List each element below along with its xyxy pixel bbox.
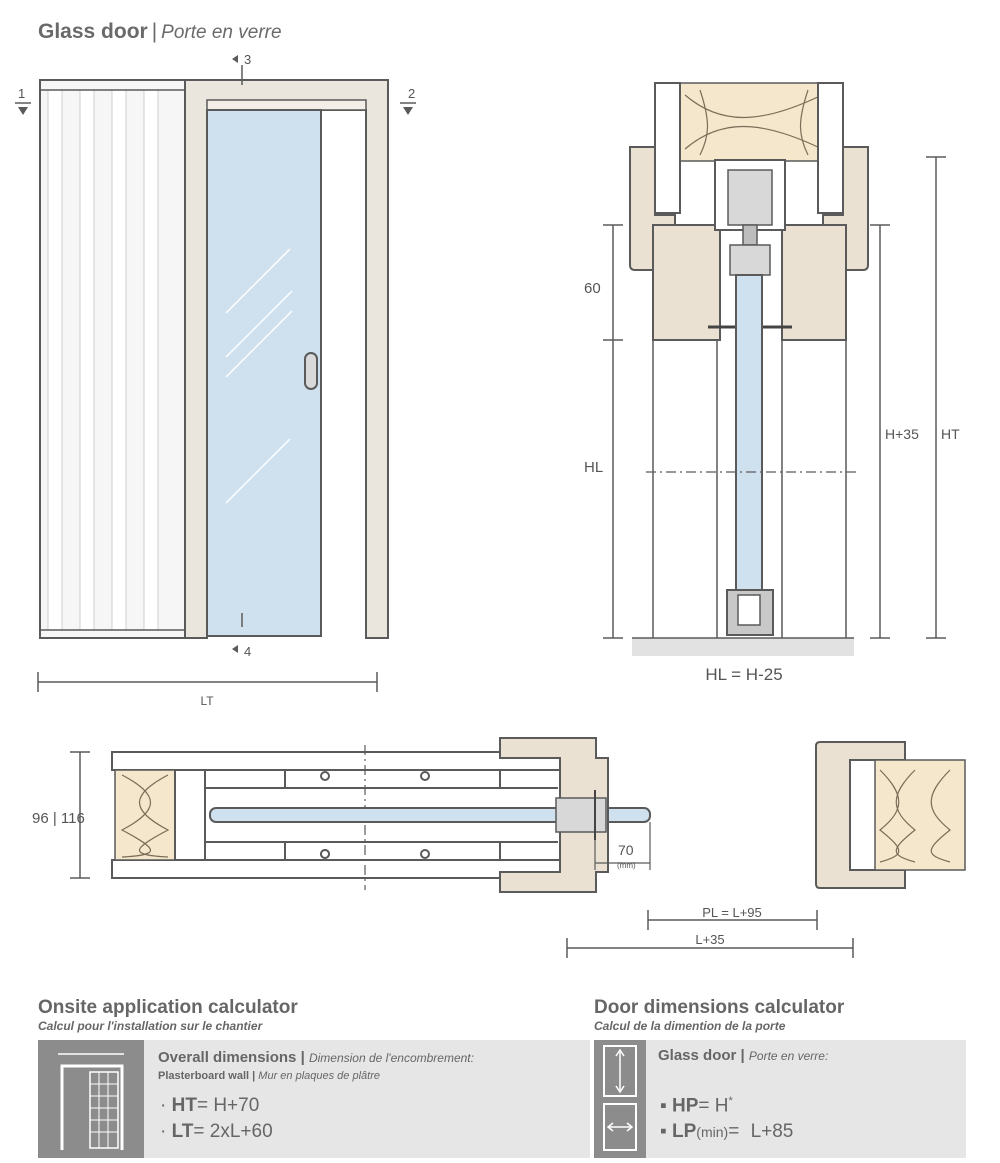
- floor: [632, 638, 854, 656]
- glass-panel-section: [735, 274, 763, 616]
- top-rail: [206, 99, 367, 111]
- cassette-stripe: [143, 89, 159, 631]
- section-marker-4: 4: [244, 644, 251, 659]
- front-elevation-diagram: 3 4 1 2 LT: [15, 52, 416, 708]
- door-calc-subtitle: Calcul de la dimention de la porte: [594, 1019, 786, 1033]
- stud-right: [817, 82, 844, 214]
- hl-label: HL: [584, 459, 603, 476]
- pl-label: PL = L+95: [702, 905, 762, 920]
- pocket-ribs: [284, 770, 501, 860]
- section-marker-1: 1: [18, 86, 25, 101]
- door-calc-title: Door dimensions calculator: [594, 997, 845, 1018]
- glass-panel: [206, 109, 322, 637]
- glass-reflection: [225, 290, 293, 358]
- stud-left: [654, 82, 681, 214]
- section-marker-3: 3: [244, 52, 251, 67]
- hanger-bolt: [742, 224, 758, 246]
- dim-60-label: 60: [584, 280, 601, 297]
- cassette-stripe: [47, 89, 63, 631]
- glass-clamp: [729, 244, 771, 276]
- wall-opening-icon: [38, 1040, 144, 1158]
- section-arrow-4: [232, 645, 238, 653]
- section-arrow-1: [18, 107, 28, 115]
- l35-label: L+35: [695, 932, 724, 947]
- door-size-icon: [594, 1040, 646, 1158]
- formula-ht: · HT= H+70: [160, 1095, 260, 1116]
- dim-70-unit: (mm): [617, 861, 636, 870]
- door-calc-panel: [594, 1040, 966, 1158]
- formula-lt: · LT= 2xL+60: [160, 1121, 273, 1142]
- plasterboard-wall-label: Plasterboard wall | Mur en plaques de pl…: [158, 1070, 380, 1082]
- section-arrow-3: [232, 55, 238, 63]
- glass-door-heading: Glass door | Porte en verre:: [658, 1047, 829, 1064]
- vertical-section-diagram: 60 HL H+35 HT HL = H-25: [584, 82, 960, 684]
- roller-carriage: [727, 169, 773, 226]
- header-block-left: [652, 224, 721, 341]
- cassette-stripe: [111, 89, 127, 631]
- section-arrow-2: [403, 107, 413, 115]
- width-arrow-icon: [603, 1103, 637, 1151]
- h35-label: H+35: [885, 426, 919, 442]
- hl-formula: HL = H-25: [705, 665, 782, 684]
- section-marker-2: 2: [408, 86, 415, 101]
- glass-reflection: [225, 438, 291, 504]
- insulation-pattern: [684, 89, 823, 156]
- onsite-calc-subtitle: Calcul pour l'installation sur le chanti…: [38, 1019, 263, 1033]
- pocket-frame-icon: [58, 1053, 124, 1150]
- glass-reflection: [225, 248, 291, 314]
- door-handle: [304, 352, 318, 390]
- header-block-right: [781, 224, 847, 341]
- insulation-right: [874, 759, 966, 871]
- overall-dimensions-heading: Overall dimensions | Dimension de l'enco…: [158, 1049, 474, 1066]
- glass-panel-plan: [209, 807, 651, 823]
- cassette-stripe: [79, 89, 95, 631]
- lt-label: LT: [200, 694, 214, 708]
- wall-thickness-label: 96 | 116: [32, 810, 85, 827]
- plan-section-diagram: 96 | 116 70 (mm) PL = L+95 L+35: [32, 737, 966, 958]
- cassette-end: [174, 769, 206, 861]
- gasket: [555, 797, 607, 833]
- dim-70-label: 70: [618, 842, 634, 858]
- insulation-left: [114, 769, 176, 861]
- onsite-calc-title: Onsite application calculator: [38, 997, 298, 1018]
- formula-lp: ▪ LP(min)= L+85: [660, 1121, 794, 1142]
- height-arrow-icon: [603, 1045, 637, 1097]
- glass-reflection: [225, 310, 293, 378]
- page-title: Glass door|Porte en verre: [38, 20, 282, 43]
- jamb-profile: [499, 737, 609, 893]
- ht-label: HT: [941, 426, 960, 442]
- formula-hp: ▪ HP= H*: [660, 1095, 733, 1117]
